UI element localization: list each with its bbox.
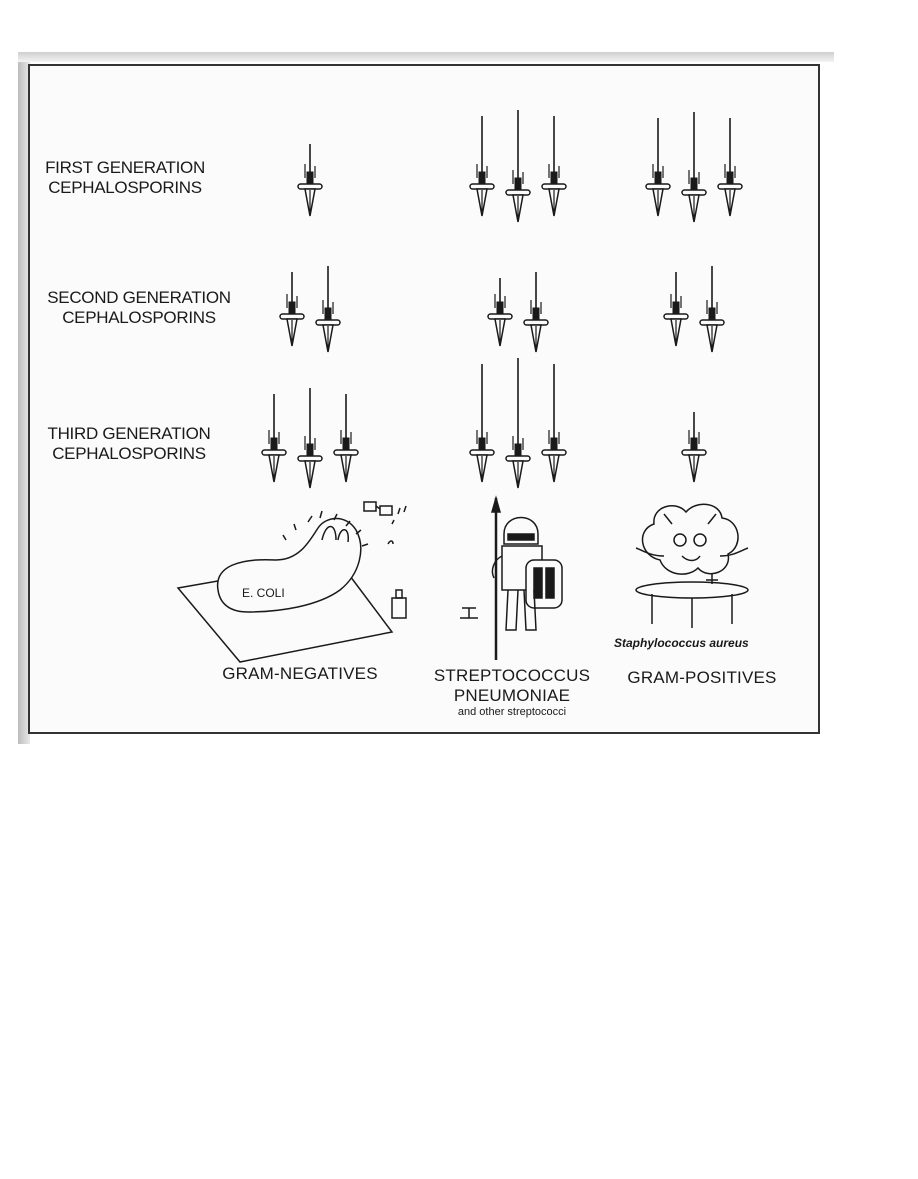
sword-icon: [261, 394, 287, 483]
sword-icon: [541, 364, 567, 483]
sword-icon: [487, 278, 513, 347]
sword-icon: [699, 266, 725, 353]
sword-icon: [663, 272, 689, 347]
sword-on-table: [706, 574, 718, 584]
staph-species-label: Staphylococcus aureus: [614, 636, 749, 650]
row-label-third-line1: THIRD GENERATION: [47, 424, 211, 443]
page-top-shadow: [18, 52, 834, 62]
sword-icon: [279, 272, 305, 347]
sunglasses-right: [379, 505, 393, 516]
column-sublabel-streptococci: and other streptococci: [457, 706, 567, 718]
knight-cartoon: [460, 495, 563, 660]
sword-icon: [469, 116, 495, 217]
sword-icon: [297, 144, 323, 217]
sword-grid: [261, 110, 743, 489]
row-label-first-line1: FIRST GENERATION: [45, 158, 205, 177]
column-label-streptococcus: STREPTOCOCCUS PNEUMONIAE: [412, 666, 612, 706]
sword-icon: [681, 112, 707, 223]
e-coli-label: E. COLI: [242, 586, 285, 600]
shield-band-left: [533, 567, 543, 599]
shield-band-right: [545, 567, 555, 599]
knight-arm: [491, 555, 503, 579]
sword-icon: [469, 364, 495, 483]
sword-icon: [541, 116, 567, 217]
row-label-third-line2: CEPHALOSPORINS: [52, 444, 206, 463]
row-label-second-line2: CEPHALOSPORINS: [62, 308, 216, 327]
sword-icon: [297, 388, 323, 489]
sword-icon: [717, 118, 743, 217]
spear-tip: [491, 495, 501, 513]
knight-shield: [525, 559, 563, 609]
sword-icon: [523, 272, 549, 353]
table-top: [635, 581, 749, 599]
page-edge-shadow: [18, 52, 30, 744]
staph-cartoon: [635, 503, 749, 628]
droplets: [387, 505, 407, 545]
sunglasses-left: [363, 501, 377, 512]
figure-frame: [28, 64, 820, 734]
row-label-second-line1: SECOND GENERATION: [47, 288, 231, 307]
staph-eye-left: [673, 533, 687, 547]
knight-legs: [505, 589, 537, 631]
column-label-streptococcus-line1: STREPTOCOCCUS: [433, 666, 591, 685]
helmet-visor: [507, 533, 535, 541]
row-label-third: THIRD GENERATION CEPHALOSPORINS: [30, 424, 228, 464]
table-legs: [651, 594, 733, 628]
lotion-bottle: [391, 597, 407, 619]
sword-icon: [315, 266, 341, 353]
row-label-first-line2: CEPHALOSPORINS: [48, 178, 202, 197]
staph-brows: [663, 513, 717, 525]
row-label-second: SECOND GENERATION CEPHALOSPORINS: [30, 288, 248, 328]
column-label-streptococcus-line2: PNEUMONIAE: [453, 686, 571, 705]
row-label-first: FIRST GENERATION CEPHALOSPORINS: [30, 158, 220, 198]
staph-eye-right: [693, 533, 707, 547]
small-sword-in-ground: [460, 607, 478, 619]
sword-icon: [505, 358, 531, 489]
e-coli-cartoon: [176, 501, 407, 663]
staph-mouth: [681, 555, 701, 562]
e-coli-flagella: [282, 510, 369, 547]
e-coli-body: [216, 517, 362, 613]
staph-arms: [635, 547, 749, 557]
lotion-cap: [395, 589, 403, 599]
sword-icon: [505, 110, 531, 223]
sunglasses-bridge: [375, 505, 381, 510]
sword-icon: [645, 118, 671, 217]
sword-icon: [333, 394, 359, 483]
staph-cluster-body: [641, 503, 739, 575]
column-label-gram-negatives: GRAM-NEGATIVES: [222, 664, 378, 683]
column-label-gram-positives: GRAM-POSITIVES: [627, 668, 777, 687]
sword-icon: [681, 412, 707, 483]
e-coli-arm: [321, 525, 349, 543]
